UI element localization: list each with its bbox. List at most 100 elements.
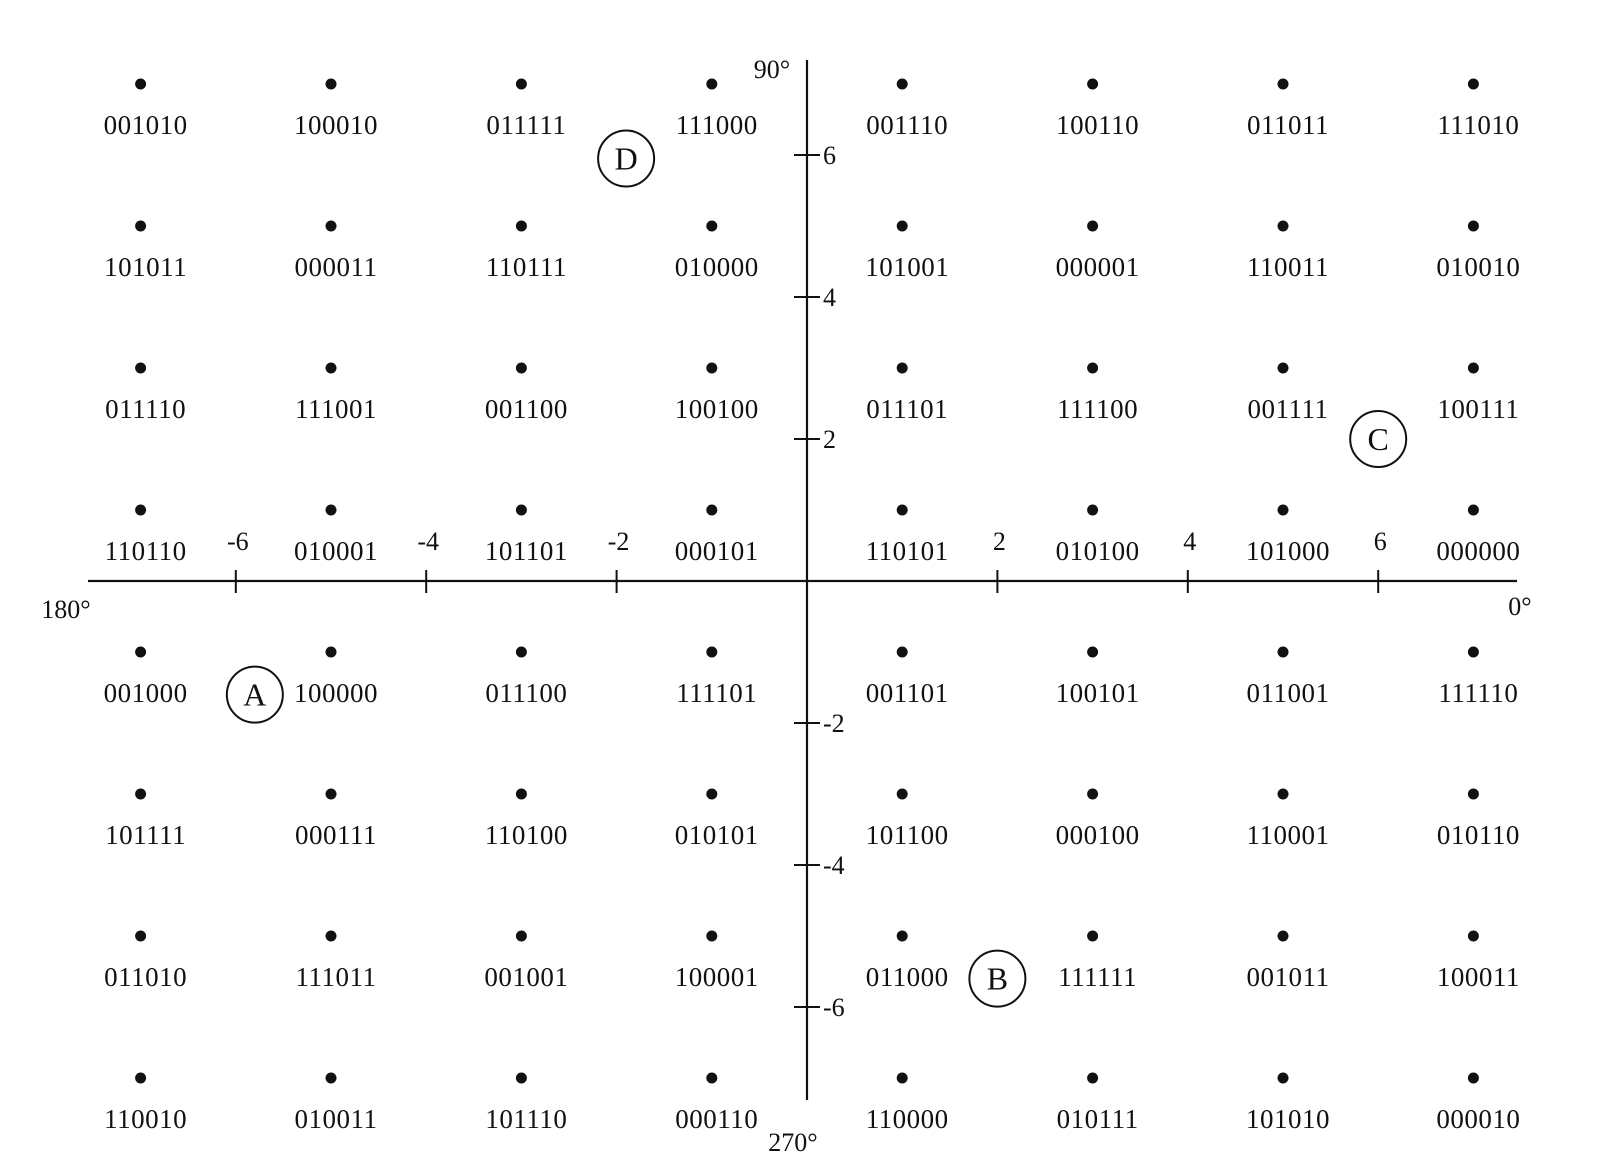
constellation-point: 111101	[676, 646, 757, 708]
marker-label: C	[1368, 421, 1389, 457]
point-code-label: 100001	[675, 962, 759, 992]
point-code-label: 110110	[105, 536, 187, 566]
angle-label-180: 180°	[41, 595, 90, 624]
point-code-label: 110001	[1247, 820, 1330, 850]
x-tick-label: -4	[417, 527, 439, 556]
constellation-point: 110110	[105, 504, 187, 566]
point-code-label: 001011	[1247, 962, 1330, 992]
constellation-point: 101111	[105, 788, 186, 850]
constellation-point: 110100	[485, 788, 567, 850]
marker-circle	[225, 665, 284, 724]
point-dot	[896, 362, 908, 374]
point-dot	[135, 78, 147, 90]
constellation-point: 101100	[866, 788, 949, 850]
constellation-point: 000101	[675, 504, 758, 566]
marker-a: A	[225, 665, 284, 724]
point-code-label: 011001	[1247, 678, 1330, 708]
point-code-label: 010000	[675, 252, 759, 282]
point-code-label: 110011	[1247, 252, 1329, 282]
constellation-point: 101001	[865, 220, 949, 282]
constellation-point: 100010	[294, 78, 378, 140]
x-tick-label: -6	[227, 527, 249, 556]
point-dot	[706, 504, 718, 516]
x-tick-label: 4	[1183, 527, 1196, 556]
constellation-point: 001100	[485, 362, 567, 424]
constellation-point: 100100	[675, 362, 758, 424]
point-code-label: 101100	[866, 820, 949, 850]
point-code-label: 011011	[1247, 110, 1329, 140]
constellation-point: 111000	[676, 78, 758, 140]
point-dot	[135, 788, 147, 800]
point-dot	[1277, 504, 1289, 516]
point-code-label: 101011	[104, 252, 187, 282]
point-code-label: 110000	[866, 1104, 949, 1134]
point-dot	[706, 788, 718, 800]
constellation-point: 001010	[104, 78, 188, 140]
constellation-point: 001001	[484, 930, 568, 992]
constellation-point: 011000	[866, 930, 948, 992]
x-tick-label: 6	[1374, 527, 1387, 556]
point-dot	[325, 646, 337, 658]
point-dot	[896, 220, 908, 232]
point-code-label: 001010	[104, 110, 188, 140]
point-code-label: 101101	[485, 536, 568, 566]
constellation-point: 001110	[866, 78, 948, 140]
constellation-point: 000000	[1436, 504, 1520, 566]
constellation-point: 110010	[104, 1072, 187, 1134]
point-dot	[135, 220, 147, 232]
constellation-point: 101011	[104, 220, 187, 282]
angle-label-270: 270°	[768, 1128, 817, 1157]
point-code-label: 111110	[1438, 678, 1518, 708]
point-code-label: 100111	[1437, 394, 1519, 424]
constellation-point: 110101	[866, 504, 948, 566]
point-code-label: 011100	[485, 678, 567, 708]
point-dot	[325, 362, 337, 374]
point-dot	[325, 78, 337, 90]
point-code-label: 011010	[104, 962, 187, 992]
point-code-label: 111001	[295, 394, 377, 424]
constellation-point: 101110	[485, 1072, 567, 1134]
constellation-point: 010001	[294, 504, 378, 566]
point-dot	[896, 930, 908, 942]
marker-d: D	[597, 129, 656, 188]
point-code-label: 001101	[866, 678, 949, 708]
constellation-point: 100110	[1056, 78, 1139, 140]
constellation-point: 101101	[485, 504, 568, 566]
point-dot	[325, 1072, 337, 1084]
point-code-label: 100101	[1056, 678, 1140, 708]
point-dot	[515, 646, 527, 658]
point-dot	[515, 930, 527, 942]
marker-circle	[597, 129, 656, 188]
point-code-label: 010111	[1057, 1104, 1139, 1134]
point-dot	[706, 646, 718, 658]
point-dot	[896, 788, 908, 800]
point-dot	[135, 646, 147, 658]
point-dot	[135, 362, 147, 374]
constellation-point: 101010	[1246, 1072, 1330, 1134]
constellation-point: 110001	[1247, 788, 1330, 850]
point-dot	[706, 362, 718, 374]
constellation-point: 111010	[1437, 78, 1519, 140]
point-dot	[1087, 362, 1099, 374]
constellation-point: 010011	[295, 1072, 377, 1134]
point-dot	[896, 1072, 908, 1084]
marker-label: D	[615, 141, 638, 177]
marker-label: B	[987, 961, 1008, 997]
point-code-label: 101000	[1246, 536, 1330, 566]
point-dot	[325, 930, 337, 942]
constellation-point: 011101	[866, 362, 948, 424]
constellation-point: 011110	[105, 362, 186, 424]
point-dot	[515, 504, 527, 516]
constellation-point: 001000	[104, 646, 187, 708]
constellation-point: 010010	[1436, 220, 1520, 282]
constellation-point: 001011	[1247, 930, 1330, 992]
point-code-label: 001111	[1248, 394, 1329, 424]
constellation-point: 011001	[1247, 646, 1330, 708]
y-axis-ticks: 642-2-4-6	[794, 141, 845, 1022]
constellation-point: 011010	[104, 930, 187, 992]
point-dot	[1277, 78, 1289, 90]
constellation-point: 010110	[1437, 788, 1519, 850]
point-code-label: 110010	[104, 1104, 187, 1134]
point-code-label: 000111	[295, 820, 377, 850]
point-code-label: 111000	[676, 110, 758, 140]
